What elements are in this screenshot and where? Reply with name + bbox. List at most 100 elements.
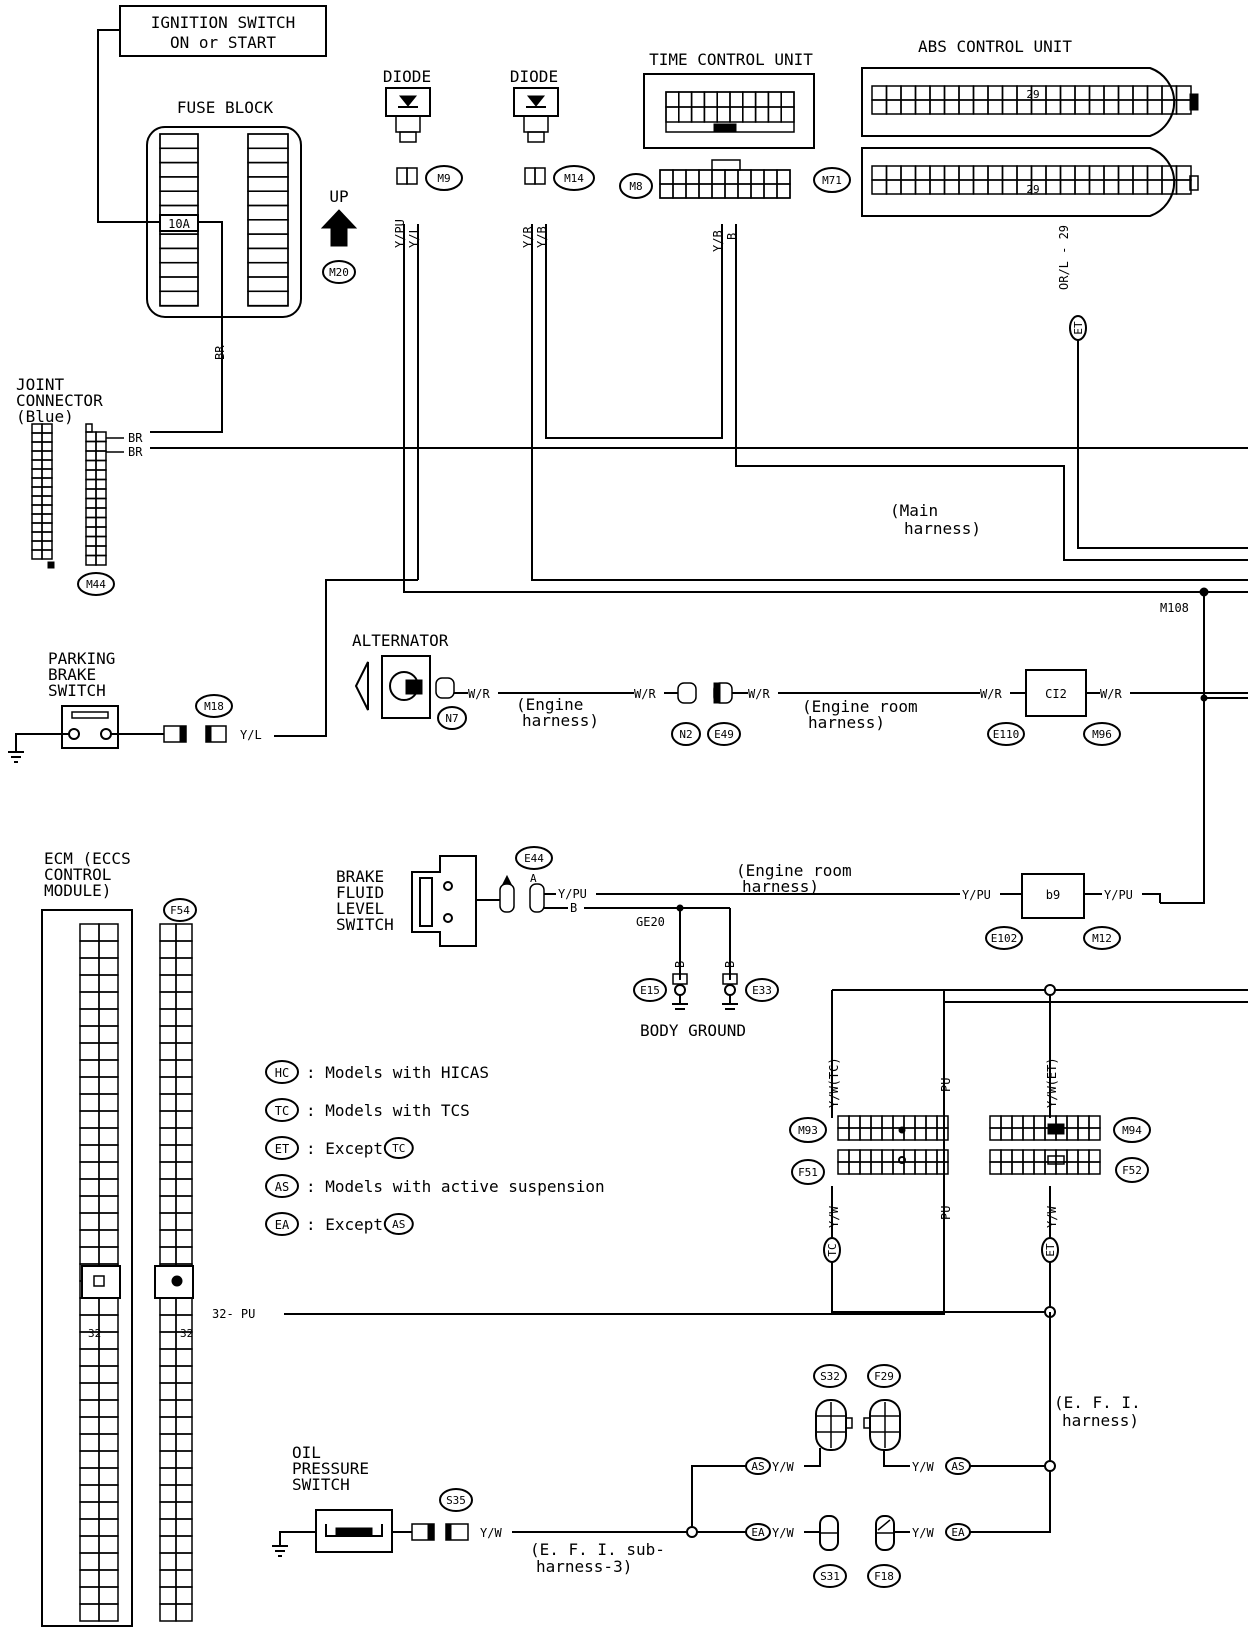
- ecm-pin-cell: [98, 974, 119, 993]
- connector-m93-badge: M93: [789, 1117, 827, 1143]
- svg-text:M12: M12: [1092, 932, 1112, 945]
- m93-pin-cell: [848, 1115, 861, 1129]
- wire-br-vertical: BR: [213, 345, 227, 360]
- ecm: ECM (ECCS CONTROL MODULE) 32: [41, 849, 133, 1627]
- wire-y-pu-b9-out: Y/PU: [1104, 888, 1133, 902]
- svg-text:EA: EA: [951, 1526, 965, 1539]
- ecm-pin-cell: [98, 1399, 119, 1418]
- f54-pin-cell: [175, 957, 193, 976]
- joint-connector-cell: [95, 497, 107, 509]
- ecm-pin-cell: [79, 923, 100, 942]
- f54-pin-cell: [159, 1042, 177, 1061]
- tcu-connector-cell: [659, 183, 674, 199]
- joint-connector-cell: [85, 507, 97, 519]
- m93-pin-cell: [903, 1115, 916, 1129]
- f51-pin-cell: [881, 1149, 894, 1163]
- up-arrow-icon: UP: [320, 187, 358, 247]
- svg-text:ECM (ECCS: ECM (ECCS: [44, 849, 131, 868]
- connector-e15-badge: E15: [633, 978, 667, 1002]
- abs-control-unit: ABS CONTROL UNIT 29 29: [861, 37, 1199, 217]
- joint-connector-cell: [95, 535, 107, 547]
- abs-pin-cell: [1175, 99, 1192, 115]
- wire-br-joint2: BR: [128, 445, 143, 459]
- joint-connector-cell: [95, 554, 107, 566]
- svg-text:M94: M94: [1122, 1124, 1142, 1137]
- tcu-connector-cell: [763, 169, 778, 185]
- joint-connector-cell: [31, 468, 43, 479]
- svg-text:(Main: (Main: [890, 501, 938, 520]
- harness-label-efi: (E. F. I. harness): [1054, 1393, 1141, 1430]
- fuse-cell: [247, 290, 289, 307]
- joint-connector-cell: [31, 477, 43, 488]
- connector-f18: F18: [867, 1515, 901, 1588]
- ecm-pin-cell: [98, 1008, 119, 1027]
- abs-pin-cell: [1059, 165, 1076, 181]
- legend-code: AS: [275, 1180, 289, 1194]
- svg-text:b9: b9: [1046, 888, 1060, 902]
- ecm-pin-cell: [98, 1025, 119, 1044]
- ecm-pin-cell: [79, 1450, 100, 1469]
- abs-pin-cell: [871, 85, 888, 101]
- ecm-pin-cell: [79, 1467, 100, 1486]
- f54-pin-cell: [159, 1382, 177, 1401]
- f54-pin-cell: [175, 1093, 193, 1112]
- tcu-pin-cell: [742, 91, 757, 108]
- svg-text:S31: S31: [820, 1570, 840, 1583]
- svg-text:BRAKE: BRAKE: [48, 665, 96, 684]
- ecm-pin-cell: [79, 1076, 100, 1095]
- fuse-cell: [159, 161, 199, 178]
- ecm-pin-cell: [98, 1450, 119, 1469]
- ecm-pin-cell: [98, 1059, 119, 1078]
- joint-connector-cell: [41, 540, 53, 551]
- m94-pin-cell: [1066, 1127, 1079, 1141]
- joint-connector-cell: [41, 459, 53, 470]
- fuse-cell: [159, 290, 199, 307]
- f54-pin-32: 32: [180, 1327, 193, 1340]
- marker-ea-left: EA: [745, 1523, 771, 1541]
- f51-pin-cell: [870, 1149, 883, 1163]
- joint-connector-cell: [41, 495, 53, 506]
- legend-code: ET: [275, 1142, 289, 1156]
- f54-pin-cell: [159, 1399, 177, 1418]
- abs-pin-cell: [871, 165, 888, 181]
- f54-pin-cell: [159, 1161, 177, 1180]
- wire-w-r-3: W/R: [748, 687, 770, 701]
- marker-et-abs: ET: [1069, 315, 1087, 341]
- abs-pin-cell: [987, 179, 1004, 195]
- ecm-pin-cell: [79, 1586, 100, 1605]
- ecm-pin-cell: [98, 940, 119, 959]
- ecm-pin-cell: [79, 1229, 100, 1248]
- abs-pin-cell: [1059, 99, 1076, 115]
- wire-y-l-parking: Y/L: [240, 728, 262, 742]
- ecm-pin-cell: [98, 991, 119, 1010]
- tcu-pin-cell: [729, 91, 744, 108]
- f54-pin-cell: [175, 1518, 193, 1537]
- abs-pin-cell: [1045, 99, 1062, 115]
- alternator: ALTERNATOR: [352, 631, 449, 719]
- abs-pin-cell: [900, 165, 917, 181]
- fuse-cell: [159, 147, 199, 164]
- svg-text:PARKING: PARKING: [48, 649, 115, 668]
- svg-text:M93: M93: [798, 1124, 818, 1137]
- joint-connector-cell: [85, 535, 97, 547]
- ecm-pin-cell: [98, 1569, 119, 1588]
- svg-text:S32: S32: [820, 1370, 840, 1383]
- wire-w-r-4: W/R: [980, 687, 1002, 701]
- connector-m12-badge: M12: [1083, 926, 1121, 950]
- fuse-cell: [247, 276, 289, 293]
- f52-pin-cell: [1033, 1149, 1046, 1163]
- abs-pin-cell: [1175, 165, 1192, 181]
- abs-pin-cell: [885, 179, 902, 195]
- legend-text: : Except: [306, 1215, 383, 1234]
- tcu-pin-cell: [690, 106, 706, 123]
- abs-pin-cell: [972, 99, 989, 115]
- abs-pin-cell: [929, 179, 946, 195]
- connector-f51-badge: F51: [791, 1159, 825, 1185]
- abs-label: ABS CONTROL UNIT: [918, 37, 1072, 56]
- f54-pin-cell: [159, 1331, 177, 1350]
- f54-pin-cell: [175, 1433, 193, 1452]
- svg-text:E110: E110: [993, 728, 1020, 741]
- abs-pin-cell: [1074, 179, 1091, 195]
- f54-pin-cell: [159, 1127, 177, 1146]
